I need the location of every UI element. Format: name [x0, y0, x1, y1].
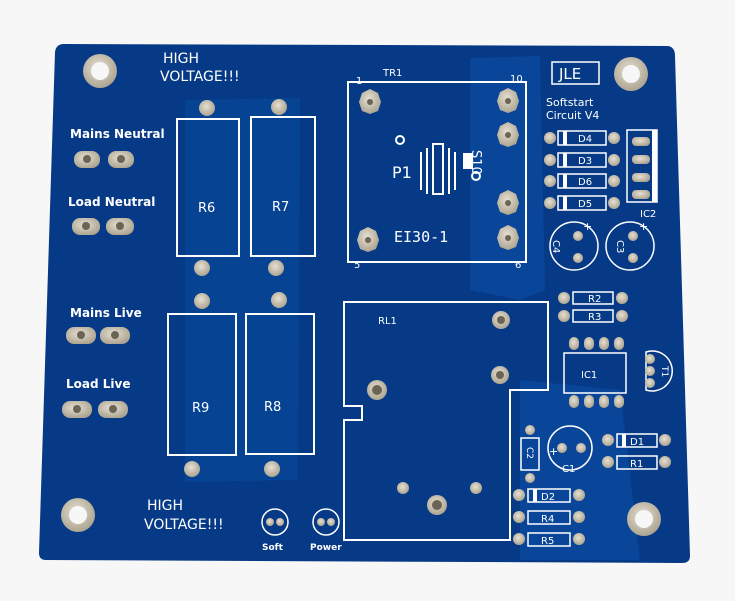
terminal-load-neutral: Load Neutral — [68, 195, 155, 235]
capacitor-c2: C2 — [520, 425, 540, 483]
title-line2: Circuit V4 — [546, 109, 599, 122]
transformer-pads — [357, 88, 519, 252]
tr1-pin6-label: 6 — [515, 260, 521, 271]
led-power: Power — [310, 508, 342, 553]
load-live-label: Load Live — [66, 377, 130, 391]
ic1-label: IC1 — [581, 370, 597, 381]
r9-label: R9 — [192, 401, 209, 416]
c4-label: C4 — [550, 240, 561, 253]
mains-live-label: Mains Live — [70, 306, 142, 320]
high-voltage-bottom-line1: HIGH — [147, 498, 183, 514]
high-voltage-top-line2: VOLTAGE!!! — [160, 69, 240, 85]
capacitor-c1: + C1 — [547, 425, 593, 475]
c4-plus: + — [583, 220, 592, 233]
c3-plus: + — [639, 220, 648, 233]
ic2 — [626, 129, 658, 203]
rl1-label: RL1 — [378, 316, 397, 327]
led-soft-label: Soft — [262, 543, 284, 553]
transistor-t1: T1 — [645, 350, 673, 392]
transformer-part-label: EI30-1 — [394, 228, 448, 246]
diode-array — [544, 130, 620, 211]
tr1-label: TR1 — [382, 68, 402, 79]
d6-label: D6 — [578, 177, 592, 188]
tr1-pin5-label: 5 — [354, 260, 360, 271]
led-power-label: Power — [310, 543, 342, 553]
title-line1: Softstart — [546, 96, 594, 109]
mounting-holes — [61, 54, 661, 536]
transformer-tr1: TR1 1 10 5 6 P1 S10 EI30-1 — [347, 68, 527, 271]
terminal-mains-neutral: Mains Neutral — [70, 127, 165, 168]
ic1 — [563, 337, 627, 408]
logo-text: JLE — [558, 65, 581, 83]
terminal-load-live: Load Live — [62, 377, 130, 418]
power-resistor-pads — [184, 99, 287, 477]
r3-label: R3 — [588, 312, 601, 323]
d4-label: D4 — [578, 134, 592, 145]
c1-plus: + — [549, 445, 558, 458]
r2-label: R2 — [588, 294, 601, 305]
r6-label: R6 — [198, 201, 215, 216]
d2-label: D2 — [541, 492, 555, 503]
r4-label: R4 — [541, 514, 554, 525]
led-soft: Soft — [261, 508, 289, 553]
resistors-r2-r3 — [558, 291, 628, 323]
t1-label: T1 — [659, 365, 669, 377]
mains-neutral-label: Mains Neutral — [70, 127, 165, 141]
r8-label: R8 — [264, 400, 281, 415]
d2-r4-r5 — [513, 488, 585, 547]
relay-rl1: RL1 — [343, 301, 549, 541]
d3-label: D3 — [578, 156, 592, 167]
high-voltage-bottom-line2: VOLTAGE!!! — [144, 517, 224, 533]
tr1-pin1-label: 1 — [356, 76, 362, 87]
high-voltage-top-line1: HIGH — [163, 51, 199, 67]
c2-label: C2 — [524, 447, 534, 459]
c3-label: C3 — [614, 240, 625, 253]
d1-r1 — [602, 433, 671, 470]
logo-box — [551, 61, 600, 85]
tr1-pin10-label: 10 — [510, 74, 523, 85]
primary-label: P1 — [392, 163, 412, 182]
terminal-mains-live: Mains Live — [66, 306, 142, 344]
power-resistors — [167, 116, 316, 456]
capacitor-c4: + C4 — [549, 220, 599, 271]
capacitor-c3: + C3 — [605, 220, 655, 271]
r7-label: R7 — [272, 200, 289, 215]
r1-label: R1 — [630, 459, 643, 470]
ic2-label: IC2 — [640, 209, 656, 220]
d1-label: D1 — [630, 437, 644, 448]
load-neutral-label: Load Neutral — [68, 195, 155, 209]
c1-label: C1 — [562, 464, 575, 475]
d5-label: D5 — [578, 199, 592, 210]
r5-label: R5 — [541, 536, 554, 547]
